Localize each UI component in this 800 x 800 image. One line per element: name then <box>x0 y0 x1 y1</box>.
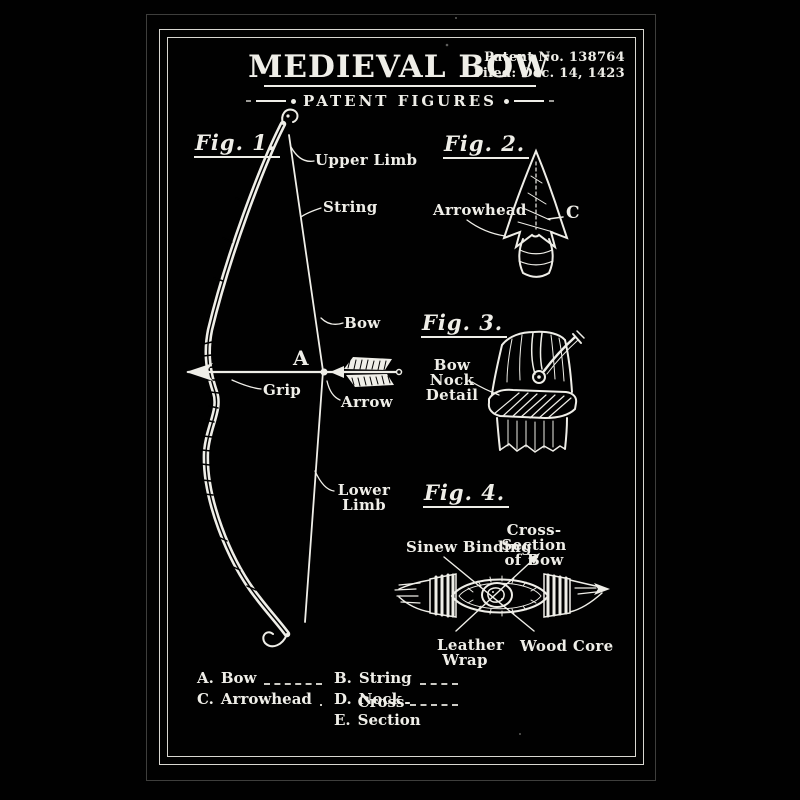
legend-blank-line <box>419 683 458 685</box>
ornament-left <box>246 98 296 104</box>
legend-blank-line <box>264 683 322 685</box>
legend-row-d: D. Nock <box>334 690 458 708</box>
fig4-cross-section-drawing <box>394 553 610 632</box>
legend-row-c: C. Arrowhead <box>197 690 322 708</box>
callout-cross-section: Cross-Section of Bow <box>501 521 567 569</box>
callout-wood-core: Wood Core <box>520 637 614 655</box>
callout-upper-limb: Upper Limb <box>315 151 418 169</box>
patent-info: Patent No. 138764 Filed: Dec. 14, 1423 <box>473 50 625 82</box>
reference-letter-c: C <box>566 203 580 223</box>
callout-arrow: Arrow <box>341 393 393 411</box>
legend-blank-line <box>409 704 458 706</box>
fig3-bow-nock-drawing <box>471 330 585 453</box>
callout-grip: Grip <box>263 381 302 399</box>
page-subtitle: PATENT FIGURES <box>303 92 497 110</box>
subtitle-row: PATENT FIGURES <box>246 92 554 110</box>
patent-number: Patent No. 138764 <box>484 50 625 65</box>
page-title: MEDIEVAL BOW <box>248 49 550 85</box>
fig2-arrowhead-drawing <box>466 148 569 278</box>
fig4-label: Fig. 4. <box>423 480 510 508</box>
callout-bow-nock-detail: Bow Nock Detail <box>425 356 479 404</box>
fig2-label: Fig. 2. <box>443 131 530 159</box>
legend-blank-line <box>319 704 322 706</box>
callout-leather-wrap: Leather Wrap <box>437 636 505 669</box>
fig1-bow-drawing <box>186 108 403 648</box>
dust-specks <box>445 17 521 735</box>
fig1-label: Fig. 1. <box>194 130 281 158</box>
callout-string: String <box>323 198 378 216</box>
callout-arrowhead: Arrowhead <box>433 201 527 219</box>
legend-row-b: B. String <box>334 669 458 687</box>
callout-sinew-binding: Sinew Binding <box>406 538 532 556</box>
callout-lower-limb: Lower Limb <box>337 481 391 514</box>
legend-row-a: A. Bow <box>197 669 322 687</box>
filed-date: Filed: Dec. 14, 1423 <box>473 66 625 81</box>
legend-row-e: E. Cross-Section <box>334 693 421 729</box>
fig3-label: Fig. 3. <box>421 310 508 338</box>
ornament-right <box>504 98 554 104</box>
title-rule <box>264 85 536 87</box>
callout-bow: Bow <box>344 314 381 332</box>
nock-point-letter: A <box>293 346 309 370</box>
